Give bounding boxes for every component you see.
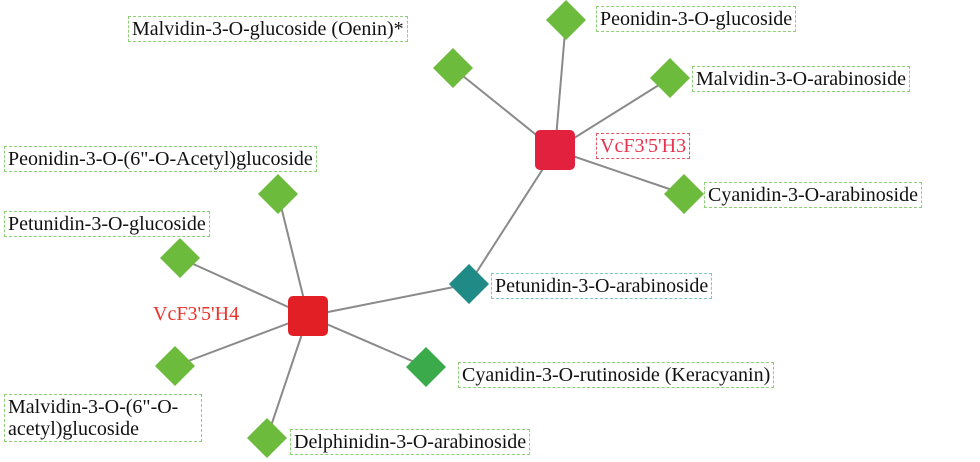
metabolite-node-malvidin-ara[interactable] — [650, 58, 690, 98]
edge-h3-petunidin_ara — [468, 149, 556, 285]
label-peonidin-3-o-acetyl-glucoside: Peonidin-3-O-(6"-O-Acetyl)glucoside — [4, 146, 317, 172]
metabolite-node-petunidin-glc[interactable] — [160, 238, 200, 278]
label-petunidin-3-o-glucoside: Petunidin-3-O-glucoside — [4, 211, 210, 237]
label-delphinidin-3-o-arabinoside: Delphinidin-3-O-arabinoside — [290, 429, 531, 455]
label-petunidin-3-o-arabinoside: Petunidin-3-O-arabinoside — [491, 273, 713, 299]
metabolite-node-peonidin-glc[interactable] — [546, 0, 586, 40]
label-gene-vcf3-5-h4: VcF3'5'H4 — [153, 303, 240, 325]
edge-h4-delphinidin_ara — [266, 315, 309, 439]
label-malvidin-3-o-acetyl-glucoside: Malvidin-3-O-(6"-O-acetyl)glucoside — [4, 394, 202, 442]
label-gene-vcf3-5-h3: VcF3'5'H3 — [596, 133, 691, 159]
label-malvidin-3-o-arabinoside: Malvidin-3-O-arabinoside — [692, 66, 910, 92]
metabolite-node-peonidin-acetyl[interactable] — [258, 174, 298, 214]
edge-h4-malvidin_acetyl — [174, 315, 309, 367]
edge-h4-petunidin_glc — [179, 257, 309, 317]
label-keracyanin: Cyanidin-3-O-rutinoside (Keracyanin) — [458, 362, 775, 388]
edge-h4-petunidin_ara — [307, 283, 470, 317]
label-peonidin-3-o-glucoside: Peonidin-3-O-glucoside — [596, 6, 797, 32]
edge-h3-peonidin_glc — [554, 19, 567, 151]
edge-h4-peonidin_acetyl — [277, 193, 309, 317]
edge-h3-cyanidin_ara — [554, 149, 685, 195]
metabolite-node-malvidin-acetyl[interactable] — [155, 346, 195, 386]
gene-node-h4[interactable] — [288, 296, 328, 336]
metabolite-node-delphinidin-ara[interactable] — [247, 418, 287, 458]
metabolite-node-oenin[interactable] — [433, 48, 473, 88]
metabolite-node-petunidin-ara[interactable] — [449, 264, 489, 304]
metabolite-node-keracyanin[interactable] — [406, 347, 446, 387]
label-oenin: Malvidin-3-O-glucoside (Oenin)* — [128, 16, 408, 42]
label-cyanidin-3-o-arabinoside: Cyanidin-3-O-arabinoside — [704, 182, 922, 208]
metabolite-node-cyanidin-ara[interactable] — [664, 174, 704, 214]
gene-node-h3[interactable] — [535, 130, 575, 170]
